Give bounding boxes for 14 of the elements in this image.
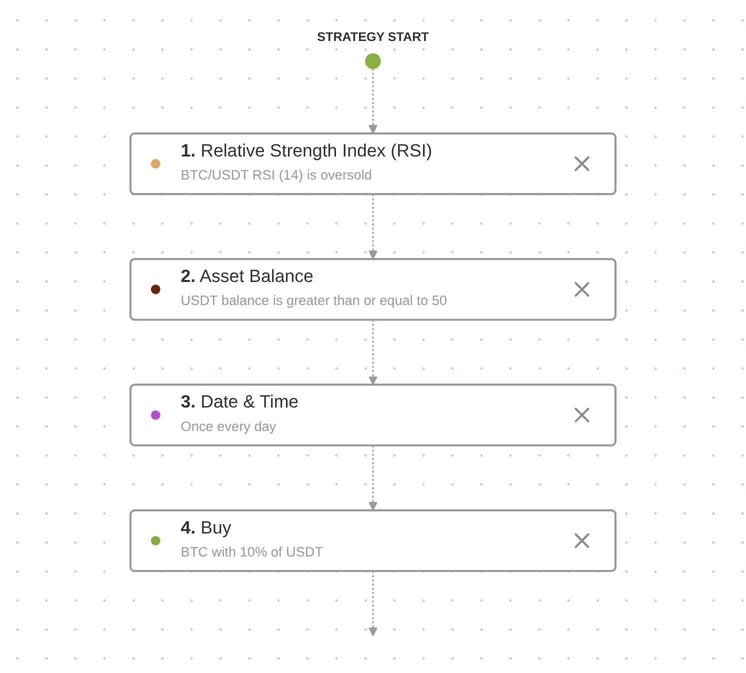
condition-description: USDT balance is greater than or equal to 50 [180,292,447,308]
arrow [368,571,378,636]
condition-description: Once every day [180,418,276,434]
condition-title: 2. Asset Balance [180,266,314,286]
condition-title: 1. Relative Strength Index (RSI) [180,140,432,161]
arrow [368,445,378,511]
arrow [368,68,378,134]
arrow [368,320,378,386]
condition-description: BTC with 10% of USDT [180,544,324,560]
start-label: STRATEGY START [317,30,429,44]
condition-title: 3. Date & Time [180,392,299,412]
arrow [368,194,378,260]
condition-description: BTC/USDT RSI (14) is oversold [180,166,372,183]
condition-title: 4. Buy [180,518,232,538]
